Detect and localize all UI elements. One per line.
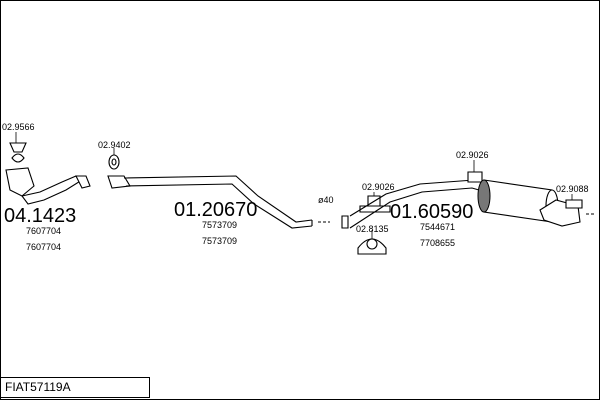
center-pipe-assembly — [107, 175, 349, 229]
label-rubber-rear: 02.9026 — [456, 150, 489, 160]
oem-center-pipe-1: 7573709 — [202, 220, 237, 230]
joint-sleeve-shape — [341, 215, 349, 229]
mid-clamp — [357, 238, 387, 255]
rear-silencer-assembly — [349, 171, 596, 229]
clamp-bolt-shape — [366, 238, 378, 250]
oem-center-pipe-2: 7573709 — [202, 236, 237, 246]
converter-body-shape — [5, 167, 35, 197]
label-rubber-tail: 02.9088 — [556, 184, 589, 194]
footer-code-box: FIAT57119A — [0, 377, 150, 398]
oem-rear-silencer-2: 7708655 — [420, 238, 455, 248]
oem-rear-silencer-1: 7544671 — [420, 222, 455, 232]
flange-gasket-shape — [11, 153, 25, 163]
mid-rubber-hanger — [359, 195, 391, 213]
label-clamp-front: 02.9566 — [2, 122, 35, 132]
code-downpipe: 04.1423 — [4, 205, 76, 227]
downpipe-assembly — [5, 142, 91, 205]
downpipe-flange-shape — [75, 175, 91, 189]
gasket-hole-shape — [111, 158, 117, 166]
front-gasket — [108, 154, 120, 170]
leader-lines — [15, 132, 573, 239]
code-center-pipe: 01.20670 — [174, 199, 257, 221]
label-clamp-mid: 02.8135 — [356, 224, 389, 234]
center-pipe-line-bottom — [125, 183, 313, 229]
flange-clamp-shape — [9, 142, 27, 153]
label-gasket-front: 02.9402 — [98, 140, 131, 150]
silencer-front-cap — [477, 179, 491, 213]
diameter-label: ø40 — [318, 195, 334, 205]
center-pipe-line-top — [123, 175, 313, 223]
rear-pipe-line-bottom — [349, 187, 487, 229]
footer-code: FIAT57119A — [5, 380, 71, 394]
rear-hanger-shape — [467, 171, 483, 183]
tail-hanger-shape — [565, 199, 583, 209]
code-rear-silencer: 01.60590 — [390, 201, 473, 223]
oem-downpipe-2: 7607704 — [26, 242, 61, 252]
oem-downpipe-1: 7607704 — [26, 226, 61, 236]
label-rubber-mid: 02.9026 — [362, 182, 395, 192]
